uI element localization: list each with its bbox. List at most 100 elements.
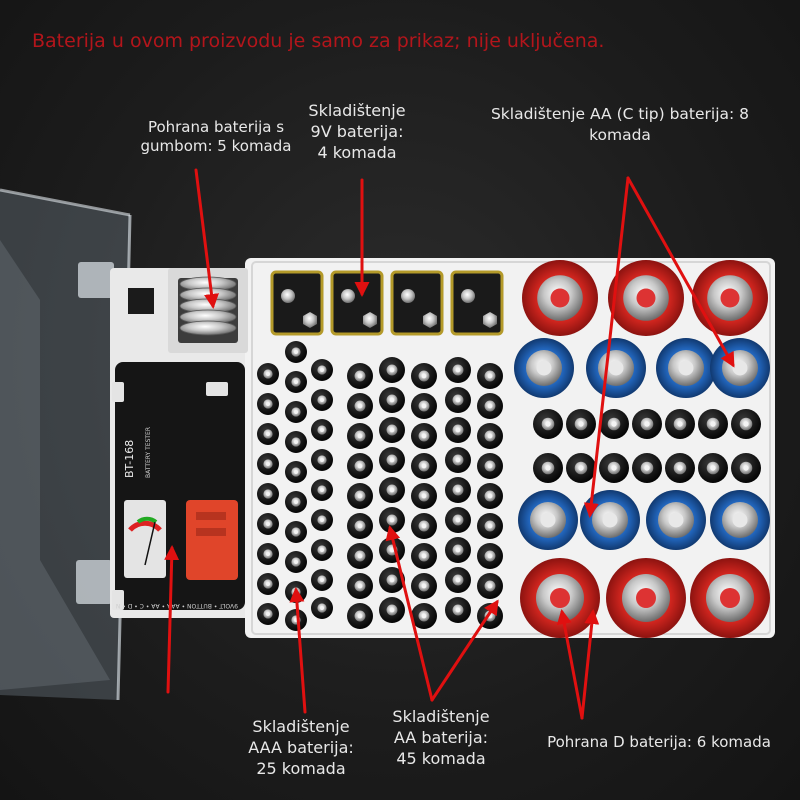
aaa-battery: [311, 419, 333, 441]
aaa-battery: [257, 603, 279, 625]
arrow-aa-2: [430, 599, 499, 702]
aa-battery: [379, 507, 405, 533]
c-cell-blue: [518, 490, 578, 550]
aa-battery: [698, 453, 728, 483]
aaa-battery: [285, 551, 307, 573]
aa-battery: [731, 453, 761, 483]
c-cell-blue: [580, 490, 640, 550]
aa-battery: [665, 453, 695, 483]
tester-scale: 9VOLT • BUTTON • AAA • AA • C • D • N: [116, 602, 238, 609]
aa-battery: [379, 477, 405, 503]
aa-battery: [445, 567, 471, 593]
c-cell-red: [522, 260, 598, 336]
aa-battery: [411, 513, 437, 539]
aaa-battery: [285, 609, 307, 631]
aaa-battery: [285, 431, 307, 453]
aa-battery: [477, 573, 503, 599]
aa-battery: [347, 393, 373, 419]
small-black-battery-rows: [533, 409, 761, 483]
aaa-battery: [257, 423, 279, 445]
arrow-c-1: [583, 176, 630, 518]
aaa-battery: [257, 543, 279, 565]
aa-battery: [379, 447, 405, 473]
aa-battery: [347, 573, 373, 599]
aa-battery: [347, 483, 373, 509]
aaa-battery: [311, 597, 333, 619]
aaa-battery: [285, 521, 307, 543]
aa-battery: [379, 387, 405, 413]
c-and-d-battery-cells: [514, 260, 770, 638]
aa-battery: [347, 453, 373, 479]
aa-battery: [599, 453, 629, 483]
c-cell-red: [692, 260, 768, 336]
aa-battery: [411, 573, 437, 599]
aaa-battery: [311, 569, 333, 591]
c-cell-blue: [656, 338, 716, 398]
aa-battery: [599, 409, 629, 439]
aa-battery: [445, 387, 471, 413]
aa-battery: [347, 513, 373, 539]
aa-battery: [445, 537, 471, 563]
aa-battery: [347, 363, 373, 389]
aaa-battery: [285, 491, 307, 513]
aa-battery: [477, 543, 503, 569]
tester-model: BT-168: [123, 440, 136, 478]
arrow-d-1: [556, 609, 584, 720]
aaa-battery: [311, 479, 333, 501]
aa-battery: [698, 409, 728, 439]
aa-battery: [731, 409, 761, 439]
aa-battery: [379, 417, 405, 443]
aaa-battery: [311, 509, 333, 531]
aa-battery: [477, 363, 503, 389]
tester-subtitle: BATTERY TESTER: [145, 427, 152, 478]
aaa-battery: [257, 363, 279, 385]
aa-battery: [379, 597, 405, 623]
aa-battery: [445, 417, 471, 443]
aa-battery: [477, 423, 503, 449]
aa-battery: [347, 603, 373, 629]
aa-battery: [477, 513, 503, 539]
aaa-battery: [285, 461, 307, 483]
c-cell-blue: [710, 490, 770, 550]
aaa-battery: [285, 341, 307, 363]
nine-volt-battery: [270, 270, 324, 336]
c-cell-red: [608, 260, 684, 336]
tester-meter: [124, 500, 166, 578]
annotation-arrows: [164, 168, 735, 720]
aa-battery-grid: [347, 357, 503, 629]
d-cell-red: [690, 558, 770, 638]
aa-battery: [411, 393, 437, 419]
arrow-aaa: [289, 587, 307, 714]
not-included-notice: Baterija u ovom proizvodu je samo za pri…: [32, 30, 605, 52]
button-cell-stack: [179, 276, 237, 336]
aaa-battery: [285, 401, 307, 423]
aa-battery: [665, 409, 695, 439]
aa-battery: [632, 453, 662, 483]
aaa-battery: [311, 539, 333, 561]
aa-battery: [445, 507, 471, 533]
aa-battery: [411, 453, 437, 479]
aa-battery: [411, 423, 437, 449]
nine-volt-battery: [450, 270, 504, 336]
d-cell-red: [520, 558, 600, 638]
label-d-storage: Pohrana D baterija: 6 komada: [547, 733, 771, 751]
c-cell-blue: [514, 338, 574, 398]
aa-battery: [445, 597, 471, 623]
aa-battery: [411, 483, 437, 509]
d-cell-red: [606, 558, 686, 638]
aa-battery: [477, 453, 503, 479]
arrow-aa-1: [385, 525, 434, 702]
aaa-battery: [311, 359, 333, 381]
aa-battery: [411, 543, 437, 569]
aaa-battery: [257, 513, 279, 535]
arrow-tester: [164, 545, 180, 694]
aa-battery: [632, 409, 662, 439]
nine-volt-battery: [330, 270, 384, 336]
aa-battery: [347, 543, 373, 569]
